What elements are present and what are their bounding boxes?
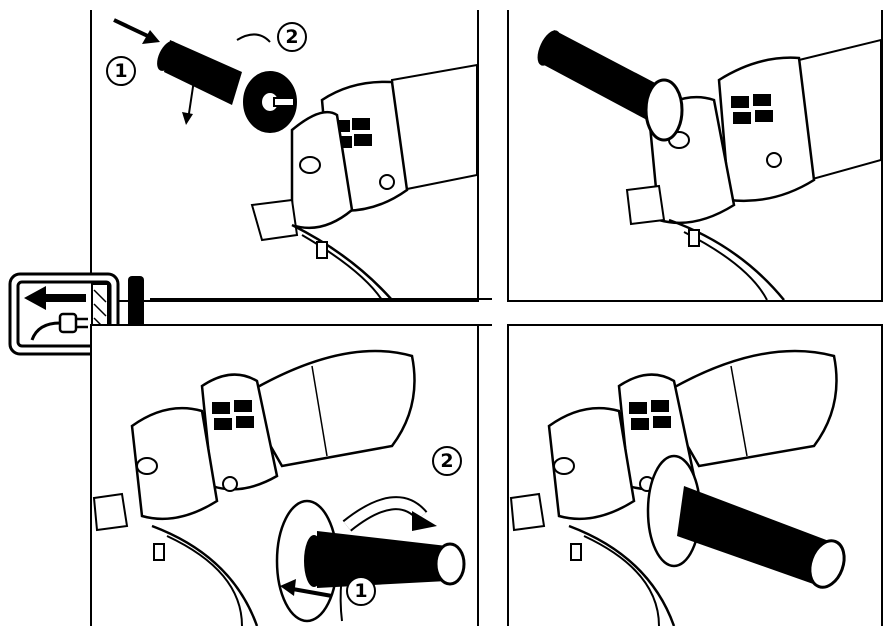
grinder-handle-mounted-illustration [509,10,881,300]
grinder-install-handle-illustration [92,326,477,626]
grinder-handle-installed-illustration [509,326,881,626]
divider-line-top [150,298,492,300]
step-2-label-bottom: 2 [432,446,462,476]
step-2-label: 2 [277,22,307,52]
grinder-remove-handle-illustration [92,10,477,300]
cropped-heading [0,0,883,10]
panel-handle-mounted-top [507,10,883,302]
step-1-label-bottom: 1 [346,576,376,606]
step-1-label: 1 [106,56,136,86]
panel-remove-handle-top: 1 2 [90,10,479,302]
panel-install-handle-bottom: 1 2 [90,324,479,626]
panel-handle-installed-bottom [507,324,883,626]
